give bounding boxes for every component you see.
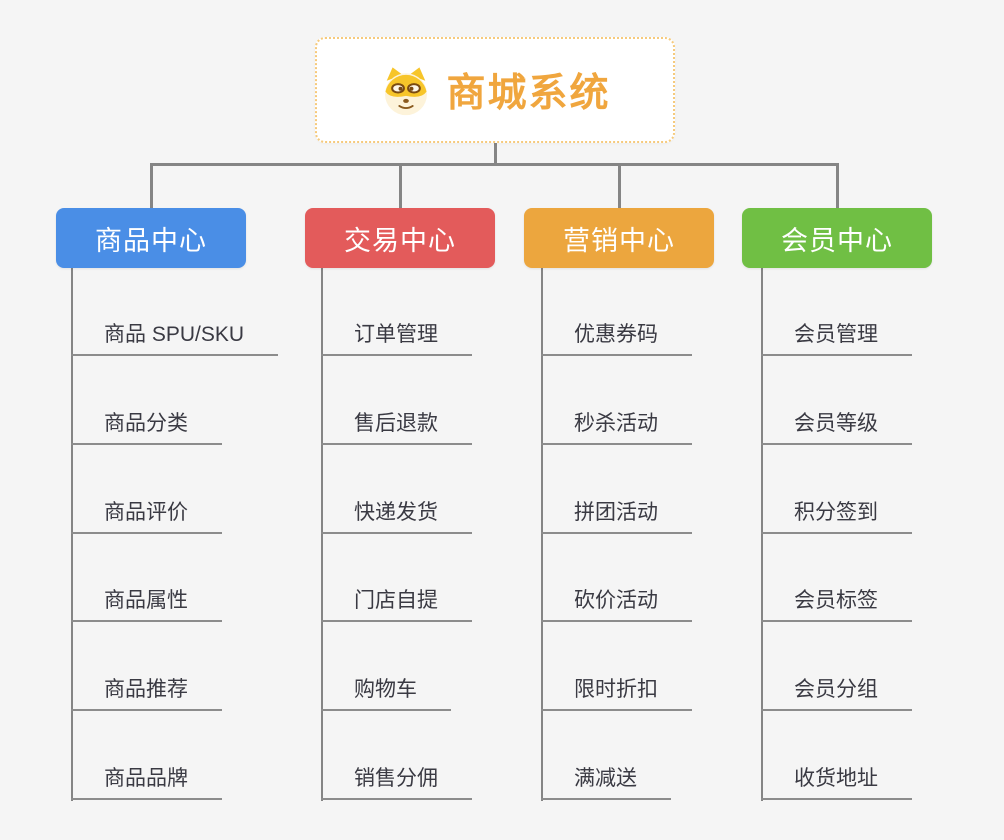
leaf-node[interactable]: 门店自提: [321, 588, 472, 622]
leaf-node[interactable]: 砍价活动: [541, 588, 692, 622]
leaf-node[interactable]: 售后退款: [321, 411, 472, 445]
branch-label: 营销中心: [563, 225, 675, 256]
branch-label: 交易中心: [344, 225, 456, 256]
leaf-node[interactable]: 快递发货: [321, 500, 472, 534]
dog-face-icon: [379, 64, 433, 116]
branch-node-member-center[interactable]: 会员中心: [742, 208, 932, 268]
branch-spine-connector: [71, 268, 73, 801]
branch-spine-connector: [321, 268, 323, 801]
branch-spine-connector: [541, 268, 543, 801]
branch-drop-connector: [836, 163, 839, 209]
branch-node-trade-center[interactable]: 交易中心: [305, 208, 495, 268]
leaf-node[interactable]: 商品 SPU/SKU: [71, 322, 279, 356]
leaf-node[interactable]: 限时折扣: [541, 677, 692, 711]
branch-drop-connector: [399, 163, 402, 209]
leaf-node[interactable]: 拼团活动: [541, 500, 692, 534]
leaf-node[interactable]: 订单管理: [321, 322, 472, 356]
branch-drop-connector: [618, 163, 621, 209]
branch-node-product-center[interactable]: 商品中心: [56, 208, 246, 268]
branch-bus-connector: [150, 163, 839, 166]
branch-label: 商品中心: [95, 225, 207, 256]
branch-spine-connector: [761, 268, 763, 801]
leaf-node[interactable]: 会员分组: [761, 677, 912, 711]
leaf-node[interactable]: 优惠券码: [541, 322, 692, 356]
leaf-node[interactable]: 会员等级: [761, 411, 912, 445]
leaf-node[interactable]: 收货地址: [761, 766, 912, 800]
root-title: 商城系统: [446, 72, 611, 115]
root-node[interactable]: 商城系统: [315, 37, 675, 143]
leaf-node[interactable]: 商品属性: [71, 588, 222, 622]
leaf-node[interactable]: 商品品牌: [71, 766, 222, 800]
leaf-node[interactable]: 积分签到: [761, 500, 912, 534]
leaf-node[interactable]: 商品分类: [71, 411, 222, 445]
leaf-node[interactable]: 满减送: [541, 766, 671, 800]
leaf-node[interactable]: 商品评价: [71, 500, 222, 534]
leaf-node[interactable]: 购物车: [321, 677, 451, 711]
branch-drop-connector: [150, 163, 153, 209]
leaf-node[interactable]: 会员管理: [761, 322, 912, 356]
branch-label: 会员中心: [781, 225, 893, 256]
root-stem-connector: [494, 143, 497, 164]
leaf-node[interactable]: 会员标签: [761, 588, 912, 622]
leaf-node[interactable]: 销售分佣: [321, 766, 472, 800]
leaf-node[interactable]: 秒杀活动: [541, 411, 692, 445]
leaf-node[interactable]: 商品推荐: [71, 677, 222, 711]
branch-node-marketing-center[interactable]: 营销中心: [524, 208, 714, 268]
